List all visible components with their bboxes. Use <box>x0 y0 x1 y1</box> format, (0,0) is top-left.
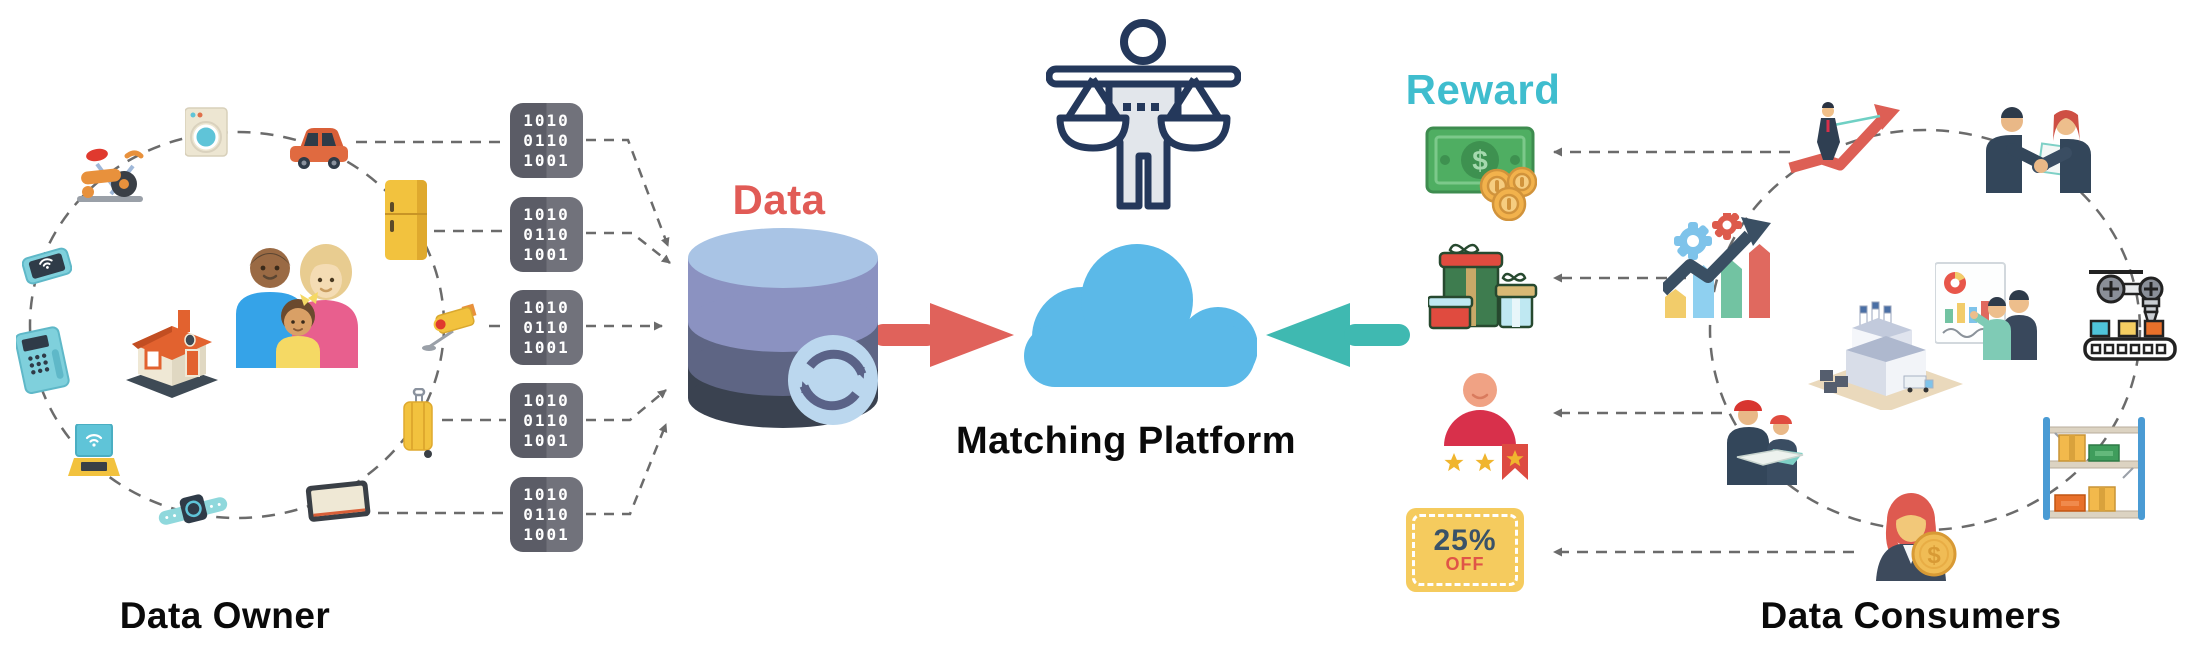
business-handshake-icon <box>1986 107 2091 193</box>
binary-row: 1001 <box>523 150 570 170</box>
binary-row: 1010 <box>523 297 570 317</box>
house-icon <box>126 310 218 398</box>
binary-row: 0110 <box>523 224 570 244</box>
reward-label: Reward <box>1405 66 1561 113</box>
car-icon <box>290 128 348 169</box>
binary-data-block: 1010 0110 1001 <box>510 197 583 272</box>
binary-row: 0110 <box>523 410 570 430</box>
tablet-icon <box>305 480 371 522</box>
cloud-icon <box>1024 244 1257 387</box>
businessman-growth-arrow-icon <box>1788 102 1900 174</box>
washing-machine-icon <box>185 107 228 157</box>
refrigerator-icon <box>385 180 427 260</box>
suitcase-icon <box>403 388 433 458</box>
binary-row: 1010 <box>523 110 570 130</box>
data-in-arrow <box>872 303 1014 367</box>
binary-row: 1001 <box>523 430 570 450</box>
coupon-dashed-border: 25% OFF <box>1412 514 1518 586</box>
binary-row: 0110 <box>523 317 570 337</box>
smartphone-icon <box>22 247 72 285</box>
binary-row: 1010 <box>523 484 570 504</box>
exercise-bike-icon <box>77 148 144 202</box>
binary-row: 1001 <box>523 337 570 357</box>
smartwatch-icon <box>158 494 228 525</box>
binary-row: 1001 <box>523 524 570 544</box>
binary-row: 1010 <box>523 390 570 410</box>
reputation-rating-icon <box>1444 373 1528 480</box>
laptop-icon <box>68 424 120 476</box>
svg-text:$: $ <box>1927 542 1941 569</box>
svg-text:$: $ <box>1472 145 1488 176</box>
data-owner-label: Data Owner <box>119 595 331 636</box>
family-icon <box>236 244 358 368</box>
binary-data-block: 1010 0110 1001 <box>510 477 583 552</box>
binary-data-block: 1010 0110 1001 <box>510 383 583 458</box>
database-icon <box>688 228 878 428</box>
binary-row: 1001 <box>523 244 570 264</box>
matching-platform-label: Matching Platform <box>956 420 1296 462</box>
data-label: Data <box>732 176 826 223</box>
discount-coupon-icon: 25% OFF <box>1406 508 1524 592</box>
business-presentation-icon <box>1935 262 2037 360</box>
data-consumers-label: Data Consumers <box>1760 595 2062 636</box>
gears-growth-chart-icon <box>1663 213 1771 318</box>
robot-arm-conveyor-icon <box>2083 270 2177 361</box>
factory-icon <box>1808 301 1963 410</box>
device-data-links <box>356 140 506 515</box>
warehouse-shelf-icon <box>2043 417 2145 520</box>
reward-in-arrow <box>1266 303 1410 367</box>
desk-phone-icon <box>16 326 70 394</box>
binary-row: 0110 <box>523 504 570 524</box>
sync-icon <box>788 335 878 425</box>
cash-reward-icon: $ <box>1425 126 1537 221</box>
coupon-off: OFF <box>1445 553 1485 574</box>
gift-boxes-icon <box>1428 243 1538 330</box>
engineers-blueprint-icon <box>1727 400 1804 485</box>
reward-links <box>1553 147 1854 557</box>
binary-row: 0110 <box>523 130 570 150</box>
binary-data-block: 1010 0110 1001 <box>510 103 583 178</box>
binary-data-block: 1010 0110 1001 <box>510 290 583 365</box>
data-ingest-arrows <box>586 138 671 516</box>
justice-scale-icon <box>1046 19 1241 210</box>
businesswoman-money-icon: $ <box>1876 493 1957 581</box>
security-camera-icon <box>422 303 477 351</box>
binary-row: 1010 <box>523 204 570 224</box>
coupon-percent: 25% <box>1433 523 1497 557</box>
